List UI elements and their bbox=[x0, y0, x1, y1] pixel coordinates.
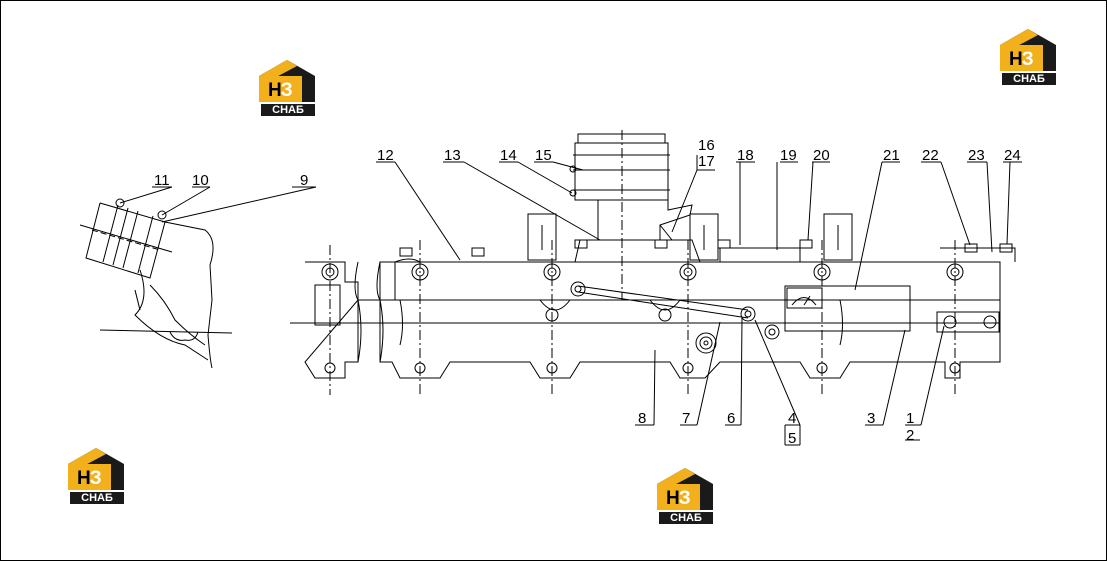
tie-rod bbox=[570, 281, 756, 322]
callout-17: 17 bbox=[698, 153, 715, 170]
callout-14: 14 bbox=[500, 147, 517, 164]
nz-snab-logo: НЗ СНАБ bbox=[66, 446, 126, 506]
callout-21: 21 bbox=[883, 147, 900, 164]
logo-mark: НЗ bbox=[1009, 49, 1034, 70]
canister bbox=[573, 133, 701, 263]
logo-mark: НЗ bbox=[77, 468, 102, 489]
callout-9: 9 bbox=[300, 172, 308, 189]
callout-3: 3 bbox=[867, 410, 875, 427]
logo-mark: НЗ bbox=[666, 488, 691, 509]
logo-house-icon bbox=[259, 60, 315, 116]
callout-18: 18 bbox=[737, 147, 754, 164]
callout-6: 6 bbox=[727, 410, 735, 427]
callout-22: 22 bbox=[922, 147, 939, 164]
callout-1: 1 bbox=[906, 410, 914, 427]
bolts bbox=[115, 165, 1013, 257]
callout-16: 16 bbox=[698, 137, 715, 154]
callout-5: 5 bbox=[788, 430, 796, 447]
callout-4: 4 bbox=[788, 410, 796, 427]
logo-house-icon bbox=[657, 468, 713, 524]
logo-subtitle: СНАБ bbox=[670, 512, 702, 524]
callout-23: 23 bbox=[968, 147, 985, 164]
callout-13: 13 bbox=[444, 147, 461, 164]
callout-7: 7 bbox=[682, 410, 690, 427]
callout-8: 8 bbox=[638, 410, 646, 427]
nz-snab-logo: НЗ СНАБ bbox=[998, 27, 1058, 87]
logo-house-icon bbox=[68, 448, 124, 504]
callout-10: 10 bbox=[192, 172, 209, 189]
elbow-pipe bbox=[79, 202, 233, 369]
nz-snab-logo: НЗ СНАБ bbox=[655, 466, 715, 526]
logo-subtitle: СНАБ bbox=[272, 104, 304, 116]
nz-snab-logo: НЗ СНАБ bbox=[257, 58, 317, 118]
callout-19: 19 bbox=[780, 147, 797, 164]
callout-20: 20 bbox=[813, 147, 830, 164]
leader-lines bbox=[119, 155, 1022, 446]
logo-subtitle: СНАБ bbox=[1013, 73, 1045, 85]
logo-subtitle: СНАБ bbox=[81, 492, 113, 504]
callout-24: 24 bbox=[1004, 147, 1021, 164]
logo-mark: НЗ bbox=[268, 80, 293, 101]
callout-2: 2 bbox=[906, 427, 914, 444]
callout-12: 12 bbox=[377, 147, 394, 164]
callout-15: 15 bbox=[535, 147, 552, 164]
brackets bbox=[527, 213, 1016, 263]
callout-labels: 1 2 3 4 5 6 7 8 9 10 11 12 13 14 15 16 1… bbox=[154, 137, 1021, 447]
callout-11: 11 bbox=[154, 172, 170, 189]
gauge-plate bbox=[784, 285, 911, 332]
logo-house-icon bbox=[1000, 29, 1056, 85]
